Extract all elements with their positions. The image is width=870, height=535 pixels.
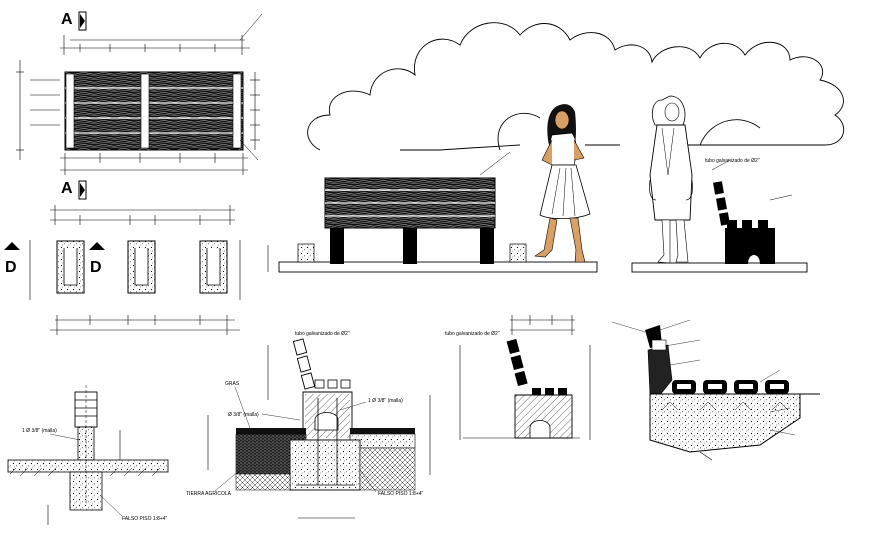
bench-detail-section bbox=[611, 319, 820, 461]
footing-plan-view: D D bbox=[4, 205, 241, 335]
label-tubo-galvanizado-2: tubo galvanizado de Ø2" bbox=[295, 331, 350, 337]
clouds-background bbox=[307, 22, 845, 151]
section-marker-d-right: D bbox=[90, 259, 102, 276]
label-falso-piso-1: FALSO PISO 1:8+4" bbox=[122, 516, 167, 522]
label-malla-3: 1 Ø 3/8" (malla) bbox=[368, 398, 403, 404]
section-marker-d-left: D bbox=[5, 259, 17, 276]
label-tubo-galvanizado-3: tubo galvanizado de Ø2" bbox=[445, 331, 500, 337]
pier-detail-section: 1 Ø 3/8" (malla) FALSO PISO 1:8+4" bbox=[7, 385, 169, 525]
label-malla-2: Ø 3/8" (malla) bbox=[228, 412, 259, 418]
woman-figure-dress bbox=[534, 104, 591, 263]
label-tierra-agricola: TIERRA AGRICOLA bbox=[186, 491, 232, 497]
woman-figure-coat bbox=[649, 95, 693, 264]
label-malla-1: 1 Ø 3/8" (malla) bbox=[22, 428, 57, 434]
label-gras: GRAS bbox=[225, 381, 240, 387]
bench-front-elevation bbox=[267, 151, 598, 273]
bench-plan-view: A bbox=[16, 11, 263, 200]
label-falso-piso-2: FALSO PISO 1:8+4" bbox=[378, 491, 423, 497]
bench-side-elevation: tubo galvanizado de Ø2" bbox=[631, 158, 808, 273]
foundation-section-d: tubo galvanizado de Ø2" GRAS Ø 3/8" (mal… bbox=[186, 331, 431, 519]
section-marker-a-top: A bbox=[61, 11, 73, 28]
label-tubo-galvanizado-1: tubo galvanizado de Ø2" bbox=[705, 158, 760, 164]
section-marker-a-bottom: A bbox=[61, 180, 73, 197]
bench-side-section-small: tubo galvanizado de Ø2" bbox=[445, 315, 591, 440]
